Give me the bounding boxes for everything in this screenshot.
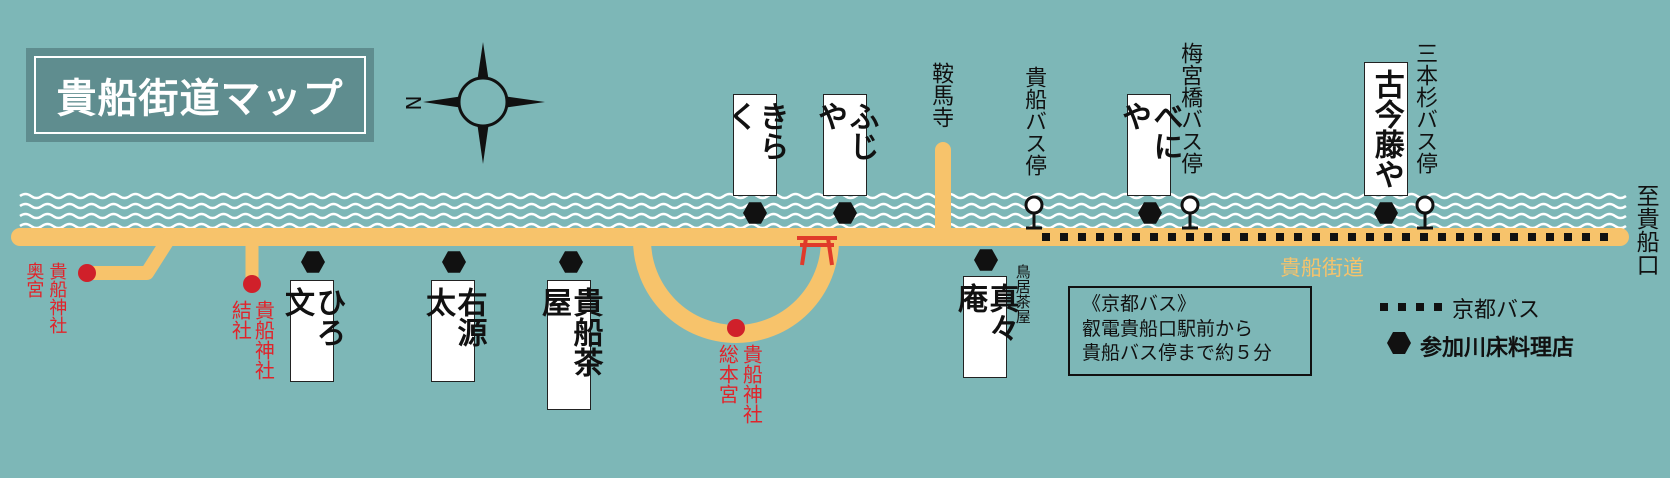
restaurant-marker [974,249,998,271]
bus-route-dot [1312,233,1320,241]
kibune-bus-stop-label: 貴船バス停 [1021,66,1047,176]
map-title-panel: 貴船街道マップ [26,48,374,142]
legend-bus-label: 京都バス [1452,298,1541,323]
map-title: 貴船街道マップ [34,56,366,134]
umemiyabashi-bus-stop-label: 梅宮橋バス停 [1177,42,1203,174]
toriijaya-label: 鳥居茶屋 [1013,264,1032,324]
bus-route-dot [1186,233,1194,241]
restaurant-markers [301,202,1398,273]
bus-route-dot [1510,233,1518,241]
bus-route-dot [1546,233,1554,241]
bus-route-dot [1456,233,1464,241]
bus-info-box: 《京都バス》 叡電貴船口駅前から 貴船バス停まで約５分 [1068,286,1312,376]
bus-route-dot [1258,233,1266,241]
honmiya-sub: 総本宮 [715,344,740,404]
okunomiya-branch [83,233,175,280]
honmiya-name: 貴船神社 [739,344,764,424]
bus-route-dot [1582,233,1590,241]
bus-route-dot [1294,233,1302,241]
bus-route-dot [1042,233,1050,241]
bus-route-dot [1348,233,1356,241]
bus-route-dot [1564,233,1572,241]
bus-info-line1: 叡電貴船口駅前から [1082,317,1254,340]
honmiya-dot [727,319,745,337]
restaurant-fujiya: ふじや [812,94,879,196]
bus-route-dot [1168,233,1176,241]
okunomiya-dot [78,264,96,282]
bus-route-dot [1276,233,1284,241]
bus-stop-markers [1024,195,1435,230]
bus-route [1042,233,1608,241]
bus-route-dot [1114,233,1122,241]
legend-restaurant-icon [1387,332,1411,354]
restaurant-kibune-chaya: 貴船茶屋 [536,280,603,410]
bus-route-dot [1132,233,1140,241]
bus-route-dot [1078,233,1086,241]
bus-route-dot [1240,233,1248,241]
bus-route-dot [1600,233,1608,241]
kuramadera-label: 鞍馬寺 [928,62,954,128]
bus-route-dot [1528,233,1536,241]
river [19,192,1627,230]
restaurant-beniya: べにや [1116,94,1183,196]
bus-route-dot [1222,233,1230,241]
bus-route-dot [1438,233,1446,241]
bus-route-dot [1060,233,1068,241]
bus-route-dot [1402,233,1410,241]
restaurant-marker [442,251,466,273]
bus-route-dot [1474,233,1482,241]
bus-route-dot [1096,233,1104,241]
restaurant-marker [833,202,857,224]
yuinoyashiro-sub: 結社 [228,300,253,340]
yuinoyashiro-dot [243,275,261,293]
legend-restaurant-label: 参加川床料理店 [1420,335,1575,361]
restaurant-mamaan: 真々庵 [952,276,1019,378]
okunomiya-name: 貴船神社 [46,262,68,334]
restaurant-ugenta: 右源太 [420,280,487,382]
restaurant-marker [301,251,325,273]
restaurant-kiraku: きらく [722,94,789,196]
restaurant-kokonfujiya: 古今藤や [1364,62,1408,196]
bus-route-dot [1492,233,1500,241]
bus-route-dot [1204,233,1212,241]
sanbonsugi-bus-stop-label: 三本杉バス停 [1412,42,1438,174]
compass-icon [423,42,545,164]
compass-north-label: N [401,96,425,111]
restaurant-marker [559,251,583,273]
restaurant-marker [1374,202,1398,224]
legend-bus-line-icon [1380,303,1442,311]
road-name-label: 貴船街道 [1280,256,1364,280]
destination-label: 至貴船口 [1632,184,1659,276]
bus-route-dot [1150,233,1158,241]
bus-route-dot [1420,233,1428,241]
restaurant-hirobun: ひろ文 [279,280,346,382]
bus-info-line2: 貴船バス停まで約５分 [1082,342,1273,365]
bus-route-dot [1366,233,1374,241]
bus-route-dot [1330,233,1338,241]
bus-route-dot [1384,233,1392,241]
yuinoyashiro-name: 貴船神社 [251,300,276,380]
okunomiya-sub: 奥宮 [23,262,45,298]
restaurant-marker [743,202,767,224]
restaurant-marker [1138,202,1162,224]
torii-icon [797,236,837,266]
bus-info-title: 《京都バス》 [1082,293,1197,315]
